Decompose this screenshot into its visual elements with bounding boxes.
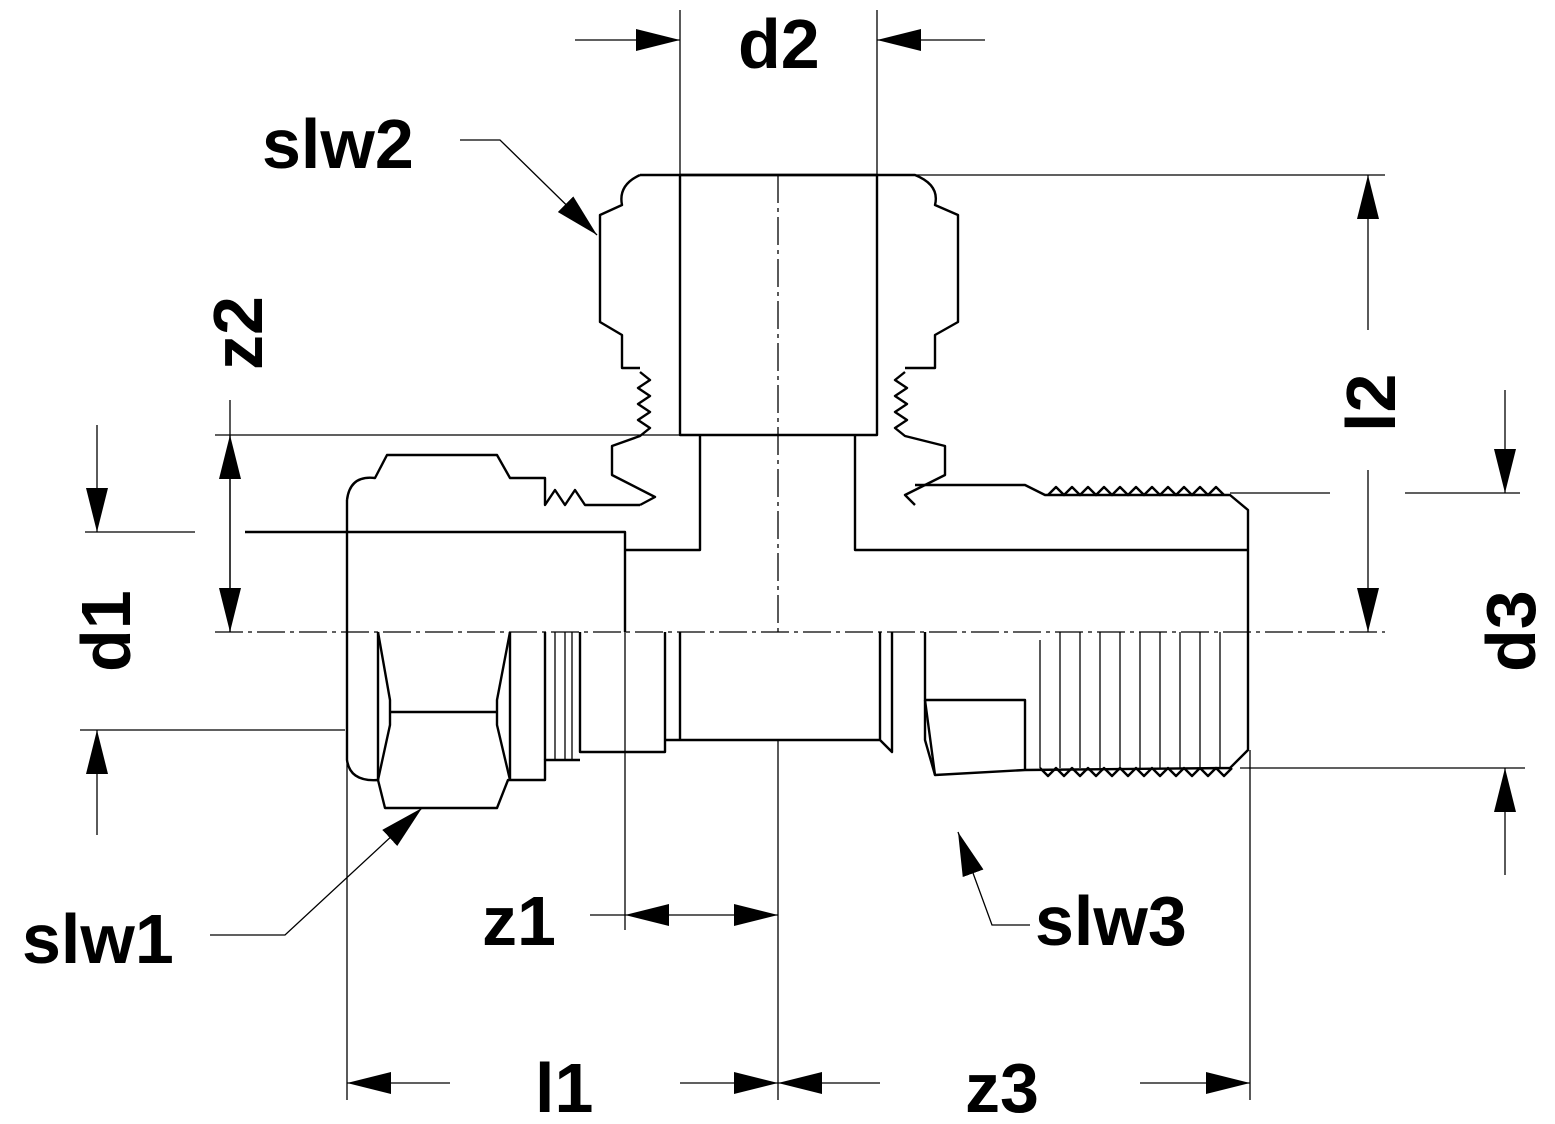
tee-body <box>625 435 1248 754</box>
dimension-d2 <box>575 10 985 175</box>
left-compression-nut <box>245 453 667 810</box>
dimension-d1 <box>80 425 345 835</box>
leader-slw1 <box>210 807 423 936</box>
label-slw3: slw3 <box>1035 882 1187 960</box>
leader-slw2 <box>460 139 598 236</box>
right-threaded-end <box>915 483 1250 778</box>
label-z2: z2 <box>199 296 277 370</box>
dimension-z2 <box>215 400 680 632</box>
label-l2: l2 <box>1332 374 1410 432</box>
label-slw2: slw2 <box>262 105 414 183</box>
dimension-z1 <box>590 632 778 930</box>
label-d1: d1 <box>67 590 145 672</box>
leader-slw3 <box>957 831 1030 926</box>
dimension-l2 <box>880 174 1385 632</box>
dimension-l1-z3 <box>346 750 1251 1100</box>
label-z3: z3 <box>965 1049 1039 1124</box>
top-compression-nut <box>598 173 960 507</box>
label-l1: l1 <box>535 1049 593 1124</box>
dimension-d3 <box>1230 390 1525 875</box>
label-d3: d3 <box>1472 590 1550 672</box>
label-d2: d2 <box>738 5 820 83</box>
label-slw1: slw1 <box>22 900 174 978</box>
label-z1: z1 <box>482 882 556 960</box>
